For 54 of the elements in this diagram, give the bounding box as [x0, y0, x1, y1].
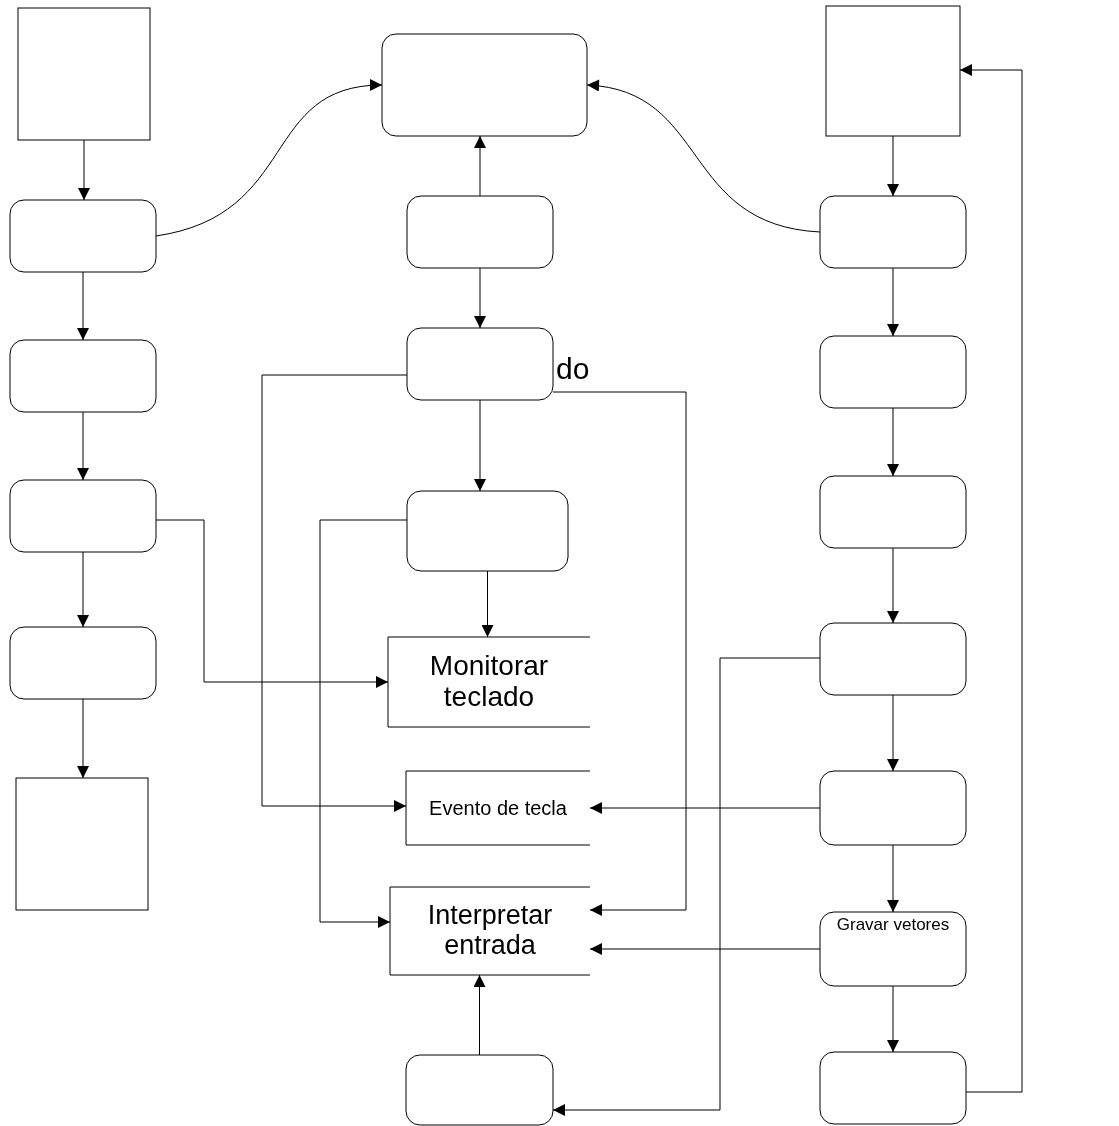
arrow — [887, 547, 899, 624]
arrow — [77, 698, 89, 779]
arrow — [155, 519, 389, 688]
arrow — [78, 139, 90, 201]
arrow — [481, 570, 494, 638]
arrow — [887, 694, 899, 772]
data-store — [387, 636, 591, 728]
process-box — [405, 1054, 554, 1126]
process-box — [17, 7, 151, 141]
process-box — [819, 770, 967, 846]
process-box — [819, 1051, 967, 1125]
arrow — [77, 411, 89, 481]
process-box — [819, 475, 967, 549]
arrow — [959, 64, 1023, 1093]
process-box — [819, 335, 967, 409]
node-label: Evento de tecla — [429, 797, 567, 819]
arrow — [474, 135, 486, 197]
process-box — [9, 199, 157, 273]
process-box — [9, 479, 157, 553]
process-box — [15, 777, 149, 911]
arrow — [589, 802, 821, 814]
arrow — [887, 844, 899, 913]
arrow — [586, 80, 821, 233]
arrow — [552, 657, 821, 1116]
arrow — [77, 551, 89, 628]
process-box — [9, 626, 157, 700]
process-box — [9, 339, 157, 413]
arrow — [473, 974, 486, 1056]
process-box — [406, 195, 554, 269]
arrow — [261, 374, 408, 812]
process-box — [381, 33, 588, 137]
data-store — [389, 886, 591, 976]
arrow — [887, 985, 899, 1053]
process-box — [406, 490, 569, 572]
arrow — [77, 271, 89, 341]
node-label: Gravar vetores — [836, 916, 950, 935]
process-box — [819, 622, 967, 696]
arrow — [887, 267, 899, 337]
data-store — [405, 770, 591, 846]
process-box — [825, 5, 961, 137]
process-box — [406, 327, 554, 401]
node-label: Interpretar entrada — [426, 901, 554, 961]
arrow — [319, 519, 408, 928]
process-box — [819, 195, 967, 269]
arrow — [474, 267, 486, 329]
arrow — [474, 399, 486, 492]
node-label: Monitorar teclado — [428, 651, 550, 713]
arrow — [887, 135, 899, 197]
text-label: do — [556, 352, 590, 386]
arrow — [589, 943, 821, 955]
arrow — [552, 391, 687, 916]
arrow — [887, 407, 899, 477]
process-box — [819, 911, 967, 987]
arrow — [155, 80, 383, 237]
